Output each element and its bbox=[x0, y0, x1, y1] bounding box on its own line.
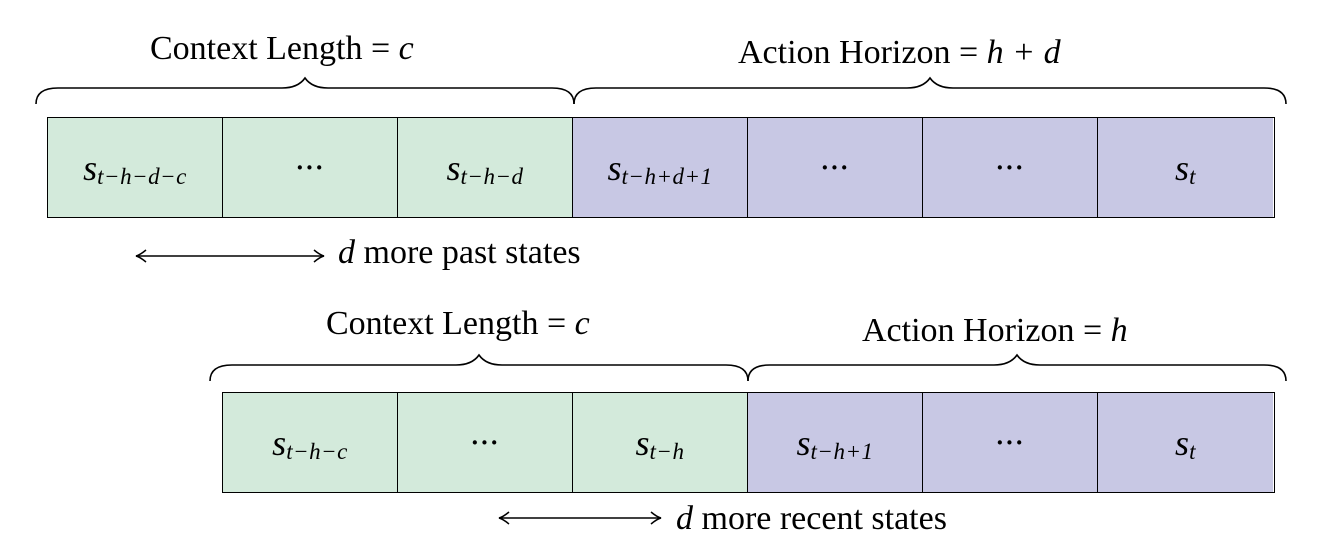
state-subscript: t−h+d+1 bbox=[621, 163, 713, 189]
ellipsis-cell: ··· bbox=[923, 393, 1098, 492]
state-subscript: t bbox=[1189, 438, 1196, 464]
bottom-caption-text: more recent states bbox=[693, 500, 947, 537]
bottom-action-horizon-label: Action Horizon = h bbox=[862, 314, 1128, 348]
bottom-caption: d more recent states bbox=[676, 502, 947, 536]
state-symbol: s bbox=[272, 422, 287, 463]
bottom-context-brace bbox=[209, 353, 749, 382]
state-subscript: t−h−c bbox=[286, 438, 348, 464]
top-context-length-var: c bbox=[398, 30, 414, 67]
bottom-caption-var: d bbox=[676, 500, 693, 537]
bottom-context-length-var: c bbox=[574, 305, 590, 342]
ellipsis-text: ··· bbox=[295, 152, 325, 182]
state-subscript: t−h−d−c bbox=[97, 163, 187, 189]
top-action-horizon-var: h + d bbox=[986, 34, 1061, 71]
state-symbol: s bbox=[446, 147, 461, 188]
top-context-length-text: Context Length = bbox=[150, 30, 399, 67]
top-caption-text: more past states bbox=[355, 234, 581, 271]
ellipsis-cell: ··· bbox=[923, 118, 1098, 217]
bottom-context-length-label: Context Length = c bbox=[326, 307, 590, 341]
ellipsis-text: ··· bbox=[995, 427, 1025, 457]
state-symbol: s bbox=[1175, 422, 1190, 463]
top-action-horizon-label: Action Horizon = h + d bbox=[738, 36, 1061, 70]
state-subscript: t−h bbox=[649, 438, 685, 464]
state-symbol: s bbox=[796, 422, 811, 463]
top-context-length-label: Context Length = c bbox=[150, 32, 414, 66]
state-symbol: s bbox=[83, 147, 98, 188]
ellipsis-cell: ··· bbox=[223, 118, 398, 217]
top-context-brace bbox=[35, 76, 575, 105]
state-subscript: t−h−d bbox=[460, 163, 524, 189]
top-action-brace bbox=[573, 76, 1287, 105]
ellipsis-cell: ··· bbox=[398, 393, 573, 492]
bottom-action-horizon-var: h bbox=[1110, 312, 1128, 349]
ellipsis-text: ··· bbox=[820, 152, 850, 182]
bottom-action-brace bbox=[747, 353, 1287, 382]
bottom-context-length-text: Context Length = bbox=[326, 305, 575, 342]
state-symbol: s bbox=[607, 147, 622, 188]
state-symbol: s bbox=[1175, 147, 1190, 188]
top-action-horizon-text: Action Horizon = bbox=[738, 34, 987, 71]
top-double-arrow bbox=[135, 249, 325, 263]
state-symbol: s bbox=[635, 422, 650, 463]
state-subscript: t−h+1 bbox=[810, 438, 874, 464]
bottom-action-horizon-text: Action Horizon = bbox=[862, 312, 1111, 349]
ellipsis-cell: ··· bbox=[748, 118, 923, 217]
top-caption: d more past states bbox=[338, 236, 581, 270]
ellipsis-text: ··· bbox=[995, 152, 1025, 182]
state-subscript: t bbox=[1189, 163, 1196, 189]
bottom-double-arrow bbox=[498, 511, 662, 525]
top-caption-var: d bbox=[338, 234, 355, 271]
ellipsis-text: ··· bbox=[470, 427, 500, 457]
